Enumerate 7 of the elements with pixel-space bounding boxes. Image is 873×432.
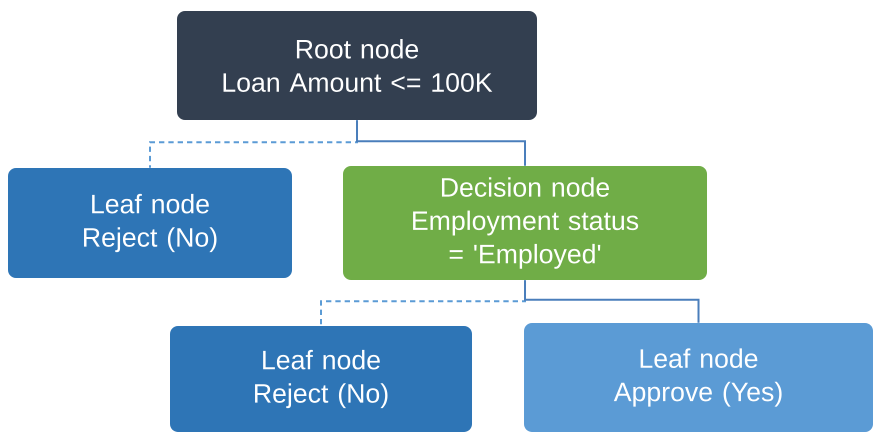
decision-node-box: Decision node Employment status = 'Employed' [343, 166, 708, 280]
leaf-node-box: Leaf node Approve (Yes) [524, 323, 873, 432]
leaf-node-box: Leaf node Reject (No) [8, 168, 292, 278]
connector-line [356, 120, 526, 166]
leaf-node-box: Leaf node Reject (No) [170, 326, 472, 432]
root-node-box: Root node Loan Amount <= 100K [177, 11, 537, 120]
connector-line [524, 280, 700, 323]
